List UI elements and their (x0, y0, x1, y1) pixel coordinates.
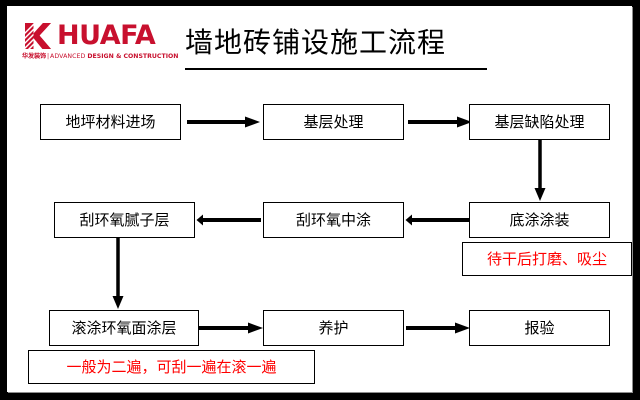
flow-node-label: 养护 (318, 319, 349, 337)
flow-node-n3[interactable]: 基层缺陷处理 (469, 104, 610, 140)
flow-note-label: 待干后打磨、吸尘 (486, 250, 607, 268)
brand-subtitle-cn: 华发装饰 (22, 53, 46, 60)
flow-arrow-n2-n3 (408, 116, 473, 128)
flow-node-label: 基层缺陷处理 (494, 113, 585, 131)
title-underline (185, 68, 487, 70)
flow-arrow-n7-n8 (199, 322, 263, 334)
flow-arrow-n5-n4 (196, 214, 261, 226)
page-title: 墙地砖铺设施工流程 (185, 26, 447, 59)
brand-subtitle: 华发装饰|ADVANCED DESIGN & CONSTRUCTION (22, 53, 178, 61)
huafa-k-logo-icon (21, 21, 52, 51)
flow-arrow-n8-n9 (406, 322, 470, 334)
flow-node-n7[interactable]: 滚涂环氧面涂层 (49, 310, 199, 346)
flow-note-note1: 待干后打磨、吸尘 (462, 242, 632, 276)
flow-node-n9[interactable]: 报验 (469, 310, 610, 346)
brand-wordmark: HUAFA (57, 20, 156, 51)
flow-node-n5[interactable]: 刮环氧中涂 (263, 202, 404, 238)
flow-node-n2[interactable]: 基层处理 (263, 104, 404, 140)
flow-node-n8[interactable]: 养护 (263, 310, 404, 346)
brand-subtitle-separator: | (46, 53, 50, 60)
flow-node-label: 滚涂环氧面涂层 (71, 319, 177, 337)
slide-canvas: HUAFA 华发装饰|ADVANCED DESIGN & CONSTRUCTIO… (7, 6, 632, 392)
flow-node-n6[interactable]: 底涂涂装 (469, 202, 610, 238)
brand-logo-row: HUAFA (21, 20, 156, 52)
flow-node-label: 基层处理 (303, 113, 364, 131)
flow-note-note2: 一般为二遍，可刮一遍在滚一遍 (28, 350, 315, 384)
flow-note-label: 一般为二遍，可刮一遍在滚一遍 (66, 358, 277, 376)
brand-logo: HUAFA 华发装饰|ADVANCED DESIGN & CONSTRUCTIO… (21, 20, 196, 66)
flow-arrow-n3-n6 (533, 140, 547, 202)
flow-node-label: 底涂涂装 (509, 211, 570, 229)
brand-subtitle-en-bold: DESIGN & CONSTRUCTION (87, 53, 179, 60)
flow-arrow-n4-n7 (111, 238, 125, 310)
flow-node-label: 刮环氧腻子层 (79, 211, 170, 229)
flow-node-n1[interactable]: 地坪材料进场 (40, 104, 181, 140)
flow-arrow-n1-n2 (187, 116, 261, 128)
flow-node-n4[interactable]: 刮环氧腻子层 (54, 202, 195, 238)
flow-node-label: 刮环氧中涂 (295, 211, 371, 229)
flow-node-label: 地坪材料进场 (65, 113, 156, 131)
brand-subtitle-en-light: ADVANCED (50, 53, 86, 60)
flow-node-label: 报验 (524, 319, 555, 337)
flow-arrow-n6-n5 (405, 214, 470, 226)
